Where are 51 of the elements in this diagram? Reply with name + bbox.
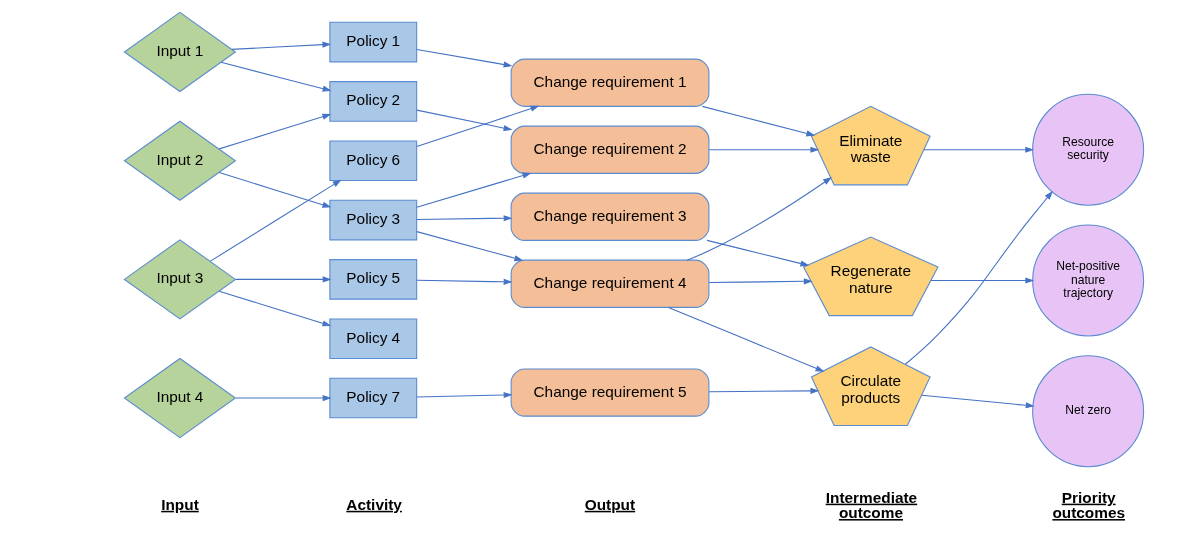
arrow [929, 277, 1034, 284]
node-diamond: Input 2 [122, 120, 236, 201]
node-box: Policy 3 [328, 199, 417, 241]
node-box: Change requirement 2 [510, 125, 709, 174]
arrow [230, 41, 331, 50]
node-diamond: Input 4 [122, 357, 236, 439]
node-box: Policy 4 [328, 318, 417, 360]
arrow [415, 215, 512, 222]
arrow [415, 172, 531, 208]
arrow [922, 146, 1034, 153]
node-box: Policy 2 [328, 81, 417, 122]
arrow [415, 278, 512, 285]
arrow [706, 239, 809, 267]
label: Priority outcomes [1051, 488, 1125, 522]
arrow [904, 190, 1053, 365]
arrow [234, 394, 331, 402]
arrow [708, 278, 813, 285]
node-box: Change requirement 3 [510, 192, 709, 241]
node-circle: Resource security [1031, 93, 1144, 206]
arrow [415, 109, 512, 132]
arrow [708, 146, 819, 153]
node-circle: Net zero [1031, 355, 1144, 468]
node-diamond: Input 1 [122, 11, 236, 93]
arrow [234, 276, 331, 283]
arrow [667, 306, 824, 372]
arrow [218, 113, 331, 150]
arrow [686, 177, 832, 261]
node-circle: Net-positive nature trajectory [1031, 224, 1144, 337]
node-box: Change requirement 4 [510, 259, 709, 308]
arrow [708, 387, 819, 394]
node-box: Policy 1 [328, 21, 417, 63]
arrow [920, 394, 1035, 409]
arrow [218, 290, 331, 327]
arrow [415, 48, 512, 68]
node-box: Policy 7 [328, 377, 417, 419]
label: Intermediate outcome [825, 488, 917, 522]
node-box: Change requirement 5 [510, 368, 709, 417]
arrow [415, 231, 523, 262]
arrow [415, 105, 539, 148]
arrow [220, 61, 331, 92]
node-diamond: Input 3 [122, 239, 236, 320]
label: Input [160, 495, 199, 513]
arrow [701, 105, 815, 137]
node-box: Policy 5 [328, 259, 417, 300]
arrow [218, 172, 331, 208]
node-box: Policy 6 [328, 140, 417, 182]
node-box: Change requirement 1 [510, 58, 709, 107]
label: Activity [345, 495, 402, 513]
arrow [415, 391, 512, 399]
arrow [209, 179, 342, 262]
label: Output [584, 495, 635, 513]
